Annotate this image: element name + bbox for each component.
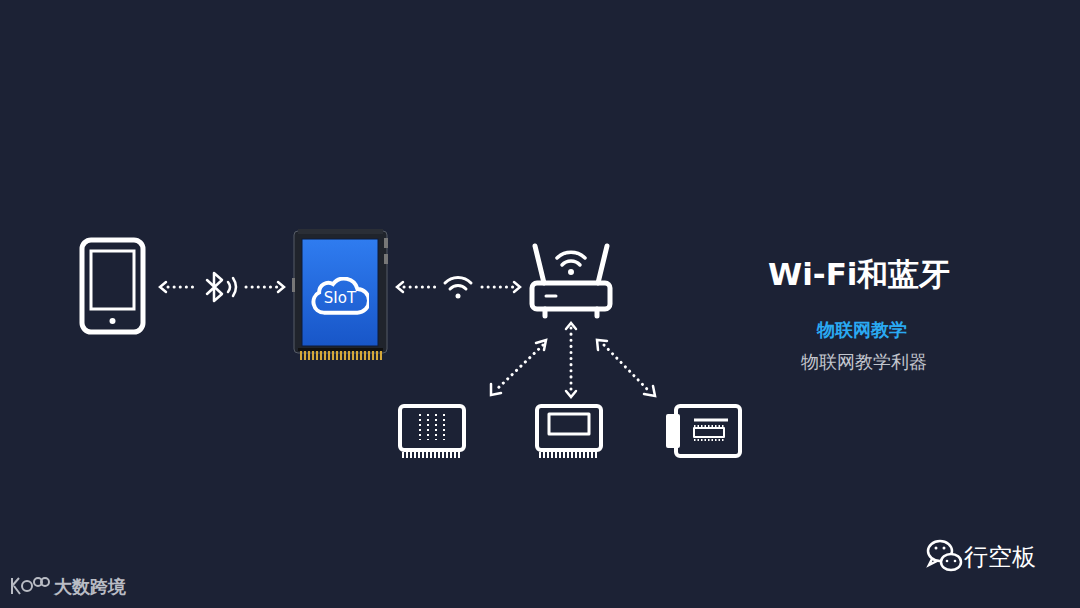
account-name: 行空板 (964, 541, 1036, 573)
router-icon (532, 246, 610, 316)
phone-button (110, 318, 116, 324)
sensor-board-icon (400, 406, 464, 455)
controller-board-icon (668, 406, 740, 456)
tagline: 物联网教学利器 (801, 350, 927, 374)
wifi-link (397, 277, 520, 298)
watermark-logo (12, 578, 49, 594)
board-device (292, 229, 388, 360)
bluetooth-link (160, 273, 284, 301)
wechat-icon (928, 541, 961, 570)
watermark-text: 大数跨境 (54, 575, 126, 599)
node-text: SIoT (311, 289, 369, 307)
cloud-node: SIoT (311, 277, 369, 315)
phone-icon (82, 240, 143, 332)
display-board-icon (537, 406, 601, 455)
wifi-connections (491, 323, 655, 397)
subtitle: 物联网教学 (817, 318, 907, 342)
slide-title: Wi-Fi和蓝牙 (768, 254, 951, 296)
